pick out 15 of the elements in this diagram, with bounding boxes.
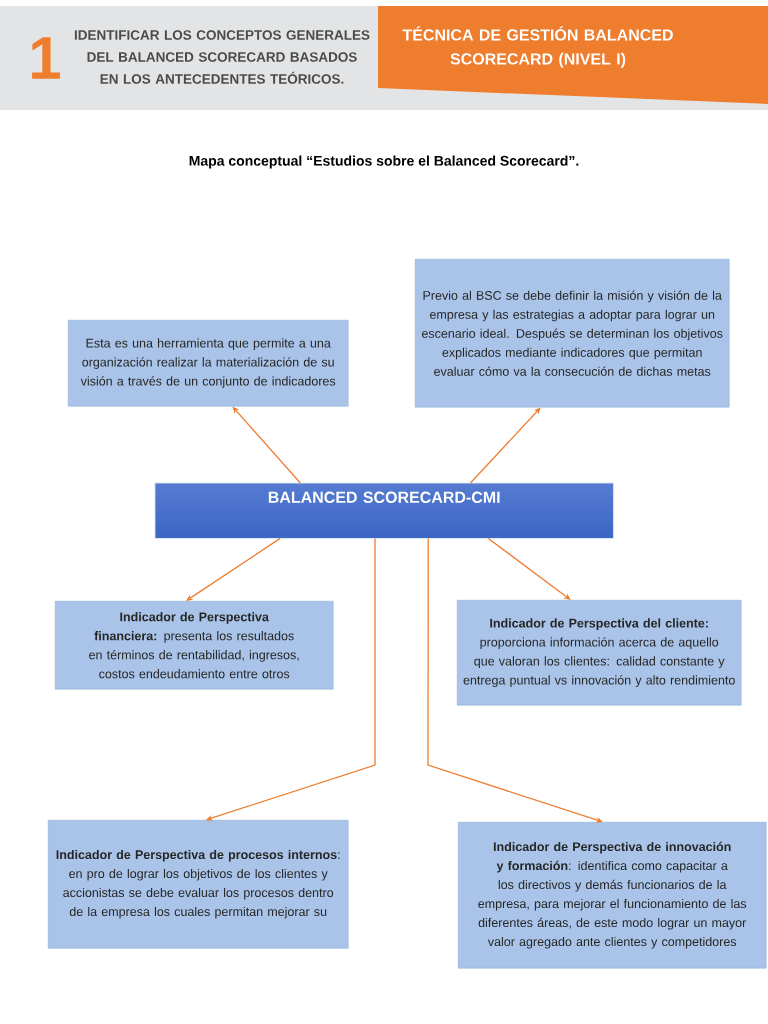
diagram-title: Mapa conceptual “Estudios sobre el Balanced Scorecard”. <box>189 155 579 169</box>
title-box: BALANCED SCORECARD-CMI <box>155 483 614 539</box>
section-number: 1 <box>32 37 60 79</box>
concept-box: Esta es una herramienta que permite a una organización realizar la materialización de su visión a través de un conjunto de indicadores <box>68 320 349 407</box>
course-title: TÉCNICA DE GESTIÓN BALANCED SCORECARD (NIVEL I) <box>402 26 673 68</box>
arrow <box>427 537 603 823</box>
concept-box: Indicador de Perspectiva financiera: presenta los resultados en términos de rentabilidad, ingresos, costos endeudamiento entre otros <box>55 601 334 690</box>
arrow <box>487 537 571 600</box>
concept-box: Previo al BSC se debe definir la misión y visión de la empresa y las estrategias a adoptar para lograr un escenario ideal. Después se determinan los objetivos explicados mediante indicadores que permitan evaluar cómo va la consecución de dichas metas <box>415 259 730 408</box>
arrow <box>469 407 541 484</box>
concept-box: Indicador de Perspectiva del cliente: proporciona información acerca de aquello que valoran los clientes: calidad constante y entrega puntual vs innovación y alto rendimiento <box>457 600 742 706</box>
concept-box: Indicador de Perspectiva de procesos internos: en pro de lograr los objetivos de los clientes y accionistas se debe evaluar los procesos dentro de la empresa los cuales permitan mejorar su <box>48 820 349 949</box>
arrow <box>232 406 301 484</box>
concept-box: Indicador de Perspectiva de innovación y formación: identifica como capacitar a los directivos y demás funcionarios de la empresa, para mejorar el funcionamiento de las diferentes áreas, de este modo lograr un mayor valor agregado ante clientes y competidores <box>458 822 767 969</box>
section-heading: IDENTIFICAR LOS CONCEPTOS GENERALES DEL BALANCED SCORECARD BASADOS EN LOS ANTECEDENTES TEÓRICOS. <box>74 30 370 84</box>
